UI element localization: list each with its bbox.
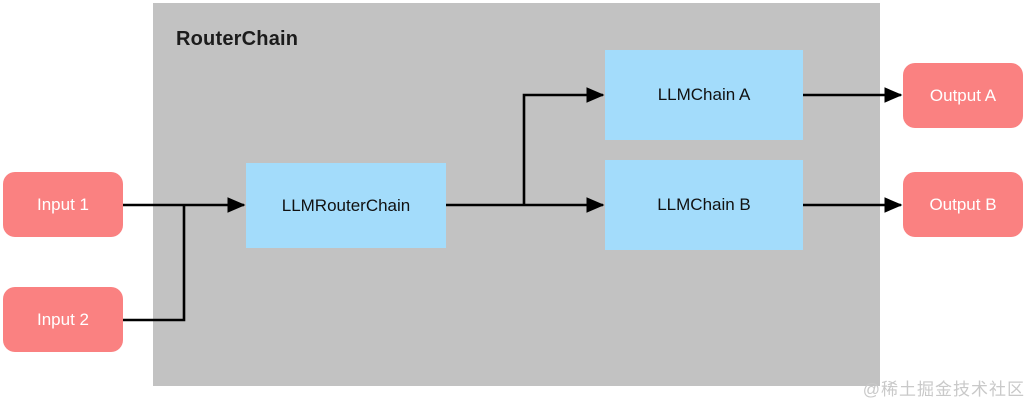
node-llm-chain-a[interactable]: LLMChain A — [605, 50, 803, 140]
node-output-a[interactable]: Output A — [903, 63, 1023, 128]
node-input-2[interactable]: Input 2 — [3, 287, 123, 352]
watermark-text: @稀土掘金技术社区 — [862, 380, 1025, 399]
node-output-b[interactable]: Output B — [903, 172, 1023, 237]
router-chain-title: RouterChain — [176, 28, 299, 50]
node-input-1[interactable]: Input 1 — [3, 172, 123, 237]
node-llm-chain-b[interactable]: LLMChain B — [605, 160, 803, 250]
node-llm-router-chain[interactable]: LLMRouterChain — [246, 163, 446, 248]
